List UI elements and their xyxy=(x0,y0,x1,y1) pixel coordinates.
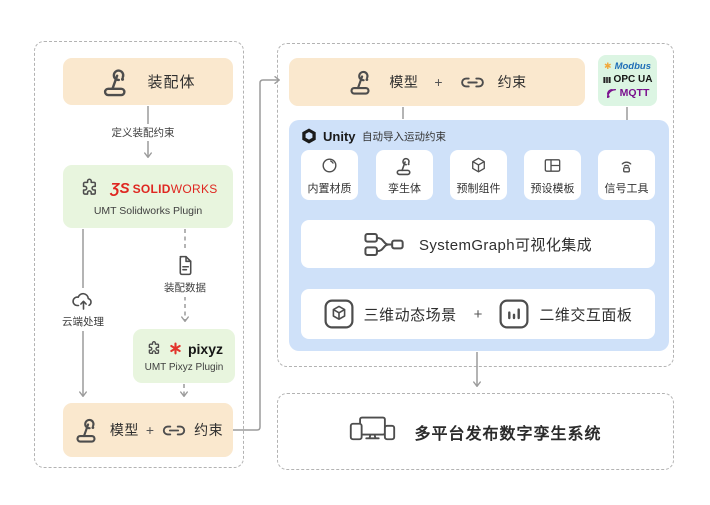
assembly-label: 装配体 xyxy=(147,74,196,91)
pixyz-subtitle: UMT Pixyz Plugin xyxy=(144,361,224,373)
card-twin-body: 孪生体 xyxy=(376,150,433,200)
card-label: 信号工具 xyxy=(604,182,649,195)
systemgraph-box: SystemGraph可视化集成 xyxy=(301,220,655,268)
auto-import-label: 自动导入运动约束 xyxy=(362,131,446,143)
opcua-icon xyxy=(602,76,611,83)
scene-3d-label: 三维动态场景 xyxy=(363,306,457,324)
solidworks-logo-solid: SOLID xyxy=(132,181,171,196)
robot-arm-icon xyxy=(104,68,127,96)
unity-panel: Unity 自动导入运动约束 内置材质 孪生体 xyxy=(289,120,669,351)
publish-container: 多平台发布数字孪生系统 xyxy=(277,393,674,470)
opcua-label: OPC UA xyxy=(613,73,653,85)
assembly-data-step: 装配数据 xyxy=(158,251,212,297)
signal-icon xyxy=(621,161,632,172)
card-builtin-material: 内置材质 xyxy=(301,150,358,200)
solidworks-logo: ƷS SOLID WORKS xyxy=(110,180,217,197)
mqtt-label: MQTT xyxy=(619,87,650,100)
unity-output-box: 三维动态场景 + 二维交互面板 xyxy=(301,289,655,339)
card-signal-tools: 信号工具 xyxy=(598,150,655,200)
robot-arm-icon xyxy=(76,418,96,443)
pixyz-logo-text: pixyz xyxy=(187,340,223,357)
solidworks-logo-row: ƷS SOLID WORKS xyxy=(78,177,217,200)
pixyz-logo-icon xyxy=(170,342,181,355)
model-constraint-box-left: 模型 + 约束 xyxy=(63,403,233,457)
plugin-puzzle-icon xyxy=(83,177,97,195)
plus-sign: + xyxy=(434,74,443,90)
pixyz-logo-row: pixyz xyxy=(145,340,223,358)
pixyz-plugin-box: pixyz UMT Pixyz Plugin xyxy=(133,329,235,383)
card-prefab-components: 预制组件 xyxy=(450,150,507,200)
plus-sign: + xyxy=(145,422,155,438)
cloud-upload-icon xyxy=(71,292,92,310)
solidworks-subtitle: UMT Solidworks Plugin xyxy=(93,204,203,217)
solidworks-logo-mark: ƷS xyxy=(110,179,130,197)
layout-template-icon xyxy=(544,158,561,172)
mqtt-icon xyxy=(606,89,616,99)
node-graph-icon xyxy=(364,232,404,256)
plus-sign: + xyxy=(473,305,483,323)
model-label: 模型 xyxy=(389,74,419,90)
scene-3d-icon xyxy=(324,299,354,329)
card-preset-templates: 预设模板 xyxy=(524,150,581,200)
multi-device-icon xyxy=(350,416,396,441)
model-label: 模型 xyxy=(109,422,139,438)
unity-cube-icon xyxy=(302,128,316,144)
card-label: 预设模板 xyxy=(530,182,575,195)
define-constraints-label: 定义装配约束 xyxy=(107,124,179,141)
solidworks-plugin-box: ƷS SOLID WORKS UMT Solidworks Plugin xyxy=(63,165,233,228)
robot-arm-icon xyxy=(350,70,370,95)
model-constraint-box-right: 模型 + 约束 xyxy=(289,58,585,106)
constraint-link-icon xyxy=(460,77,484,87)
cube-icon xyxy=(472,157,485,172)
publish-label: 多平台发布数字孪生系统 xyxy=(414,425,602,443)
card-label: 内置材质 xyxy=(307,182,352,195)
unity-logo: Unity xyxy=(300,127,356,145)
constraint-label: 约束 xyxy=(194,422,224,438)
document-icon xyxy=(179,255,191,276)
card-label: 孪生体 xyxy=(388,182,421,195)
panel-2d-label: 二维交互面板 xyxy=(539,306,633,324)
cloud-process-step: 云端处理 xyxy=(56,288,110,331)
mqtt-logo: MQTT xyxy=(606,87,650,100)
opcua-logo: OPC UA xyxy=(602,73,653,87)
unity-pipeline-container xyxy=(277,43,674,367)
unity-logo-text: Unity xyxy=(323,128,356,144)
modbus-label: Modbus xyxy=(614,60,651,72)
cloud-process-label: 云端处理 xyxy=(62,316,104,328)
solidworks-logo-works: WORKS xyxy=(170,181,218,196)
constraint-label: 约束 xyxy=(497,74,527,90)
assembly-box: 装配体 xyxy=(63,58,233,105)
systemgraph-label: SystemGraph可视化集成 xyxy=(418,236,593,254)
connector-left-to-right-panel xyxy=(233,76,280,431)
left-pipeline-container xyxy=(34,41,244,468)
plugin-puzzle-icon xyxy=(148,340,160,354)
constraint-link-icon xyxy=(162,425,186,435)
card-label: 预制组件 xyxy=(456,182,501,195)
modbus-logo: ✱ Modbus xyxy=(604,61,651,73)
material-sphere-icon xyxy=(322,158,337,172)
protocol-box: ✱ Modbus OPC UA MQTT xyxy=(598,55,657,106)
assembly-data-label: 装配数据 xyxy=(164,282,206,294)
robot-arm-icon xyxy=(396,157,411,175)
panel-2d-icon xyxy=(499,299,529,329)
modbus-star-icon: ✱ xyxy=(604,61,612,72)
